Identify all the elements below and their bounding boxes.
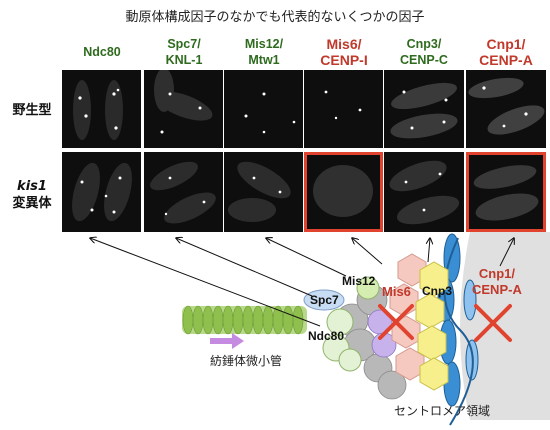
row-label-kis1-mutant: kis1 変異体 <box>4 178 60 212</box>
micrograph-spc7-wildtype <box>144 70 223 148</box>
micrograph-ndc80-wildtype <box>62 70 141 148</box>
arrow-mis6-cnp3-a <box>352 238 383 265</box>
purple-subunits <box>367 309 397 358</box>
figure-title: 動原体構成因子のなかでも代表的ないくつかの因子 <box>125 10 425 25</box>
micrograph-mis6-wildtype <box>304 70 383 148</box>
label-spc7: Spc7 <box>310 293 339 307</box>
label-mis12: Mis12 <box>342 274 376 288</box>
micrograph-mis12-wildtype <box>224 70 303 148</box>
column-label-cnp1: Cnp1/ CENP-A <box>479 36 533 68</box>
label-cnp1: Cnp1/ CENP-A <box>472 266 522 297</box>
microtubule-direction-arrow <box>210 333 244 349</box>
mis6-loss-x-mark <box>378 304 414 340</box>
micrograph-cnp3-wildtype <box>384 70 464 148</box>
arrow-spc7 <box>176 238 313 297</box>
label-centromere-region: セントロメア領域 <box>394 404 491 418</box>
micrograph-mis12-kis1 <box>224 152 303 232</box>
label-spindle-microtubule: 紡錘体微小管 <box>210 354 283 368</box>
cnp1-loss-x-mark <box>474 304 512 342</box>
micrograph-spc7-kis1 <box>144 152 223 232</box>
arrow-cnp1 <box>499 238 514 267</box>
arrow-ndc80 <box>90 238 321 327</box>
spindle-microtubule <box>182 305 307 335</box>
micrograph-cnp1-kis1 <box>466 152 546 232</box>
micrograph-mis6-kis1 <box>304 152 383 232</box>
cnp3-complex <box>415 261 449 391</box>
row-label-kis1: kis1 <box>17 179 47 194</box>
column-label-mis12: Mis12/ Mtw1 <box>244 37 284 67</box>
label-ndc80: Ndc80 <box>308 329 345 343</box>
spc7-complex <box>303 289 345 311</box>
micrograph-ndc80-kis1 <box>62 152 141 232</box>
micrograph-cnp3-kis1 <box>384 152 464 232</box>
row-label-mutant: 変異体 <box>12 196 52 211</box>
column-label-mis6: Mis6/ CENP-I <box>320 36 368 68</box>
column-label-cnp3: Cnp3/ CENP-C <box>400 37 448 67</box>
row-label-wild-type: 野生型 <box>12 103 52 118</box>
ndc80-complex <box>322 308 362 372</box>
arrow-mis12 <box>266 238 347 277</box>
arrow-cnp3 <box>428 238 430 263</box>
micrograph-cnp1-wildtype <box>466 70 546 148</box>
label-cnp3: Cnp3 <box>422 284 452 298</box>
label-mis6: Mis6 <box>382 284 411 299</box>
column-label-ndc80: Ndc80 <box>83 45 121 59</box>
centromere-region-shading <box>460 232 550 420</box>
column-label-spc7: Spc7/ KNL-1 <box>165 37 203 67</box>
mis12-complex <box>356 276 380 300</box>
